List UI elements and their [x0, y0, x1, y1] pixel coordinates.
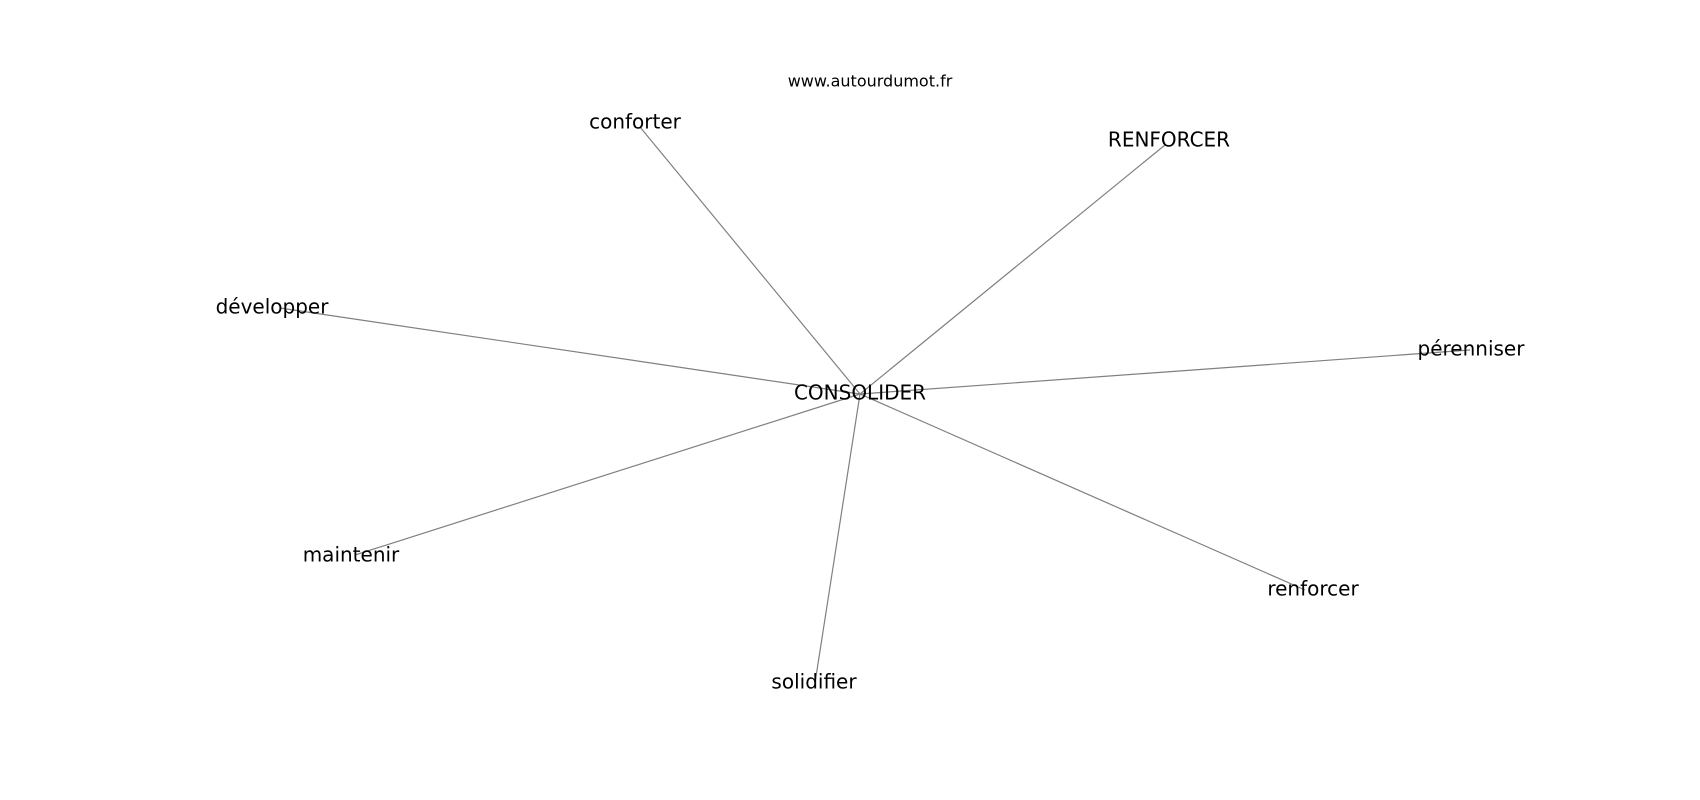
edge-perenniser	[859, 349, 1471, 395]
edge-renforcer-upper	[859, 144, 1166, 395]
node-solidifier[interactable]: solidifier	[771, 670, 857, 694]
edge-developper	[279, 307, 861, 395]
node-center[interactable]: CONSOLIDER	[794, 381, 926, 405]
nodes: CONSOLIDER conforter RENFORCER développe…	[216, 110, 1526, 694]
edge-solidifier	[814, 393, 861, 684]
node-renforcer-upper[interactable]: RENFORCER	[1108, 128, 1230, 152]
node-maintenir[interactable]: maintenir	[303, 543, 400, 567]
edge-maintenir	[354, 393, 861, 556]
node-perenniser[interactable]: pérenniser	[1418, 337, 1526, 361]
edge-conforter	[639, 126, 861, 395]
edge-renforcer-lower	[859, 393, 1306, 591]
edges	[279, 126, 1471, 684]
node-renforcer-lower[interactable]: renforcer	[1267, 577, 1359, 601]
node-conforter[interactable]: conforter	[589, 110, 682, 134]
site-watermark: www.autourdumot.fr	[788, 72, 953, 91]
node-developper[interactable]: développer	[216, 295, 330, 319]
